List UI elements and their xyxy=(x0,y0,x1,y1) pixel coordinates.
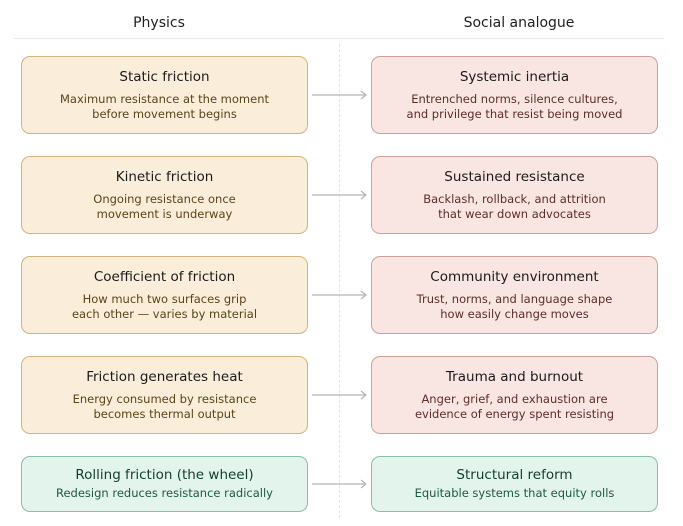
social-box-title: Systemic inertia xyxy=(459,68,570,85)
physics-column-header: Physics xyxy=(133,15,185,31)
physics-box-title: Coefficient of friction xyxy=(93,268,236,285)
social-box-description: Equitable systems that equity rolls xyxy=(414,486,615,500)
header-divider xyxy=(14,38,664,39)
physics-box-description: Energy consumed by resistance becomes th… xyxy=(72,391,257,421)
physics-box-coefficient-of-friction: Coefficient of friction How much two sur… xyxy=(21,256,308,334)
column-divider xyxy=(339,44,340,518)
social-box-title: Trauma and burnout xyxy=(445,368,584,385)
social-box-title: Sustained resistance xyxy=(444,168,585,185)
mapping-arrow xyxy=(312,90,367,100)
physics-box-title: Friction generates heat xyxy=(86,368,243,385)
physics-box-title: Kinetic friction xyxy=(115,168,214,185)
social-box-trauma-and-burnout: Trauma and burnout Anger, grief, and exh… xyxy=(371,356,658,434)
physics-box-kinetic-friction: Kinetic friction Ongoing resistance once… xyxy=(21,156,308,234)
social-box-description: Entrenched norms, silence cultures, and … xyxy=(406,91,623,121)
physics-box-description: How much two surfaces grip each other — … xyxy=(71,291,258,321)
social-box-title: Community environment xyxy=(430,268,599,285)
physics-box-title: Static friction xyxy=(119,68,210,85)
physics-box-static-friction: Static friction Maximum resistance at th… xyxy=(21,56,308,134)
physics-box-description: Ongoing resistance once movement is unde… xyxy=(93,191,236,221)
physics-box-rolling-friction: Rolling friction (the wheel) Redesign re… xyxy=(21,456,308,512)
social-box-description: Anger, grief, and exhaustion are evidenc… xyxy=(414,391,615,421)
physics-box-description: Redesign reduces resistance radically xyxy=(55,486,273,500)
mapping-arrow xyxy=(312,190,367,200)
social-box-description: Trust, norms, and language shape how eas… xyxy=(416,291,613,321)
social-box-title: Structural reform xyxy=(456,467,573,483)
physics-box-friction-generates-heat: Friction generates heat Energy consumed … xyxy=(21,356,308,434)
mapping-arrow xyxy=(312,479,367,489)
social-box-description: Backlash, rollback, and attrition that w… xyxy=(423,191,606,221)
mapping-arrow xyxy=(312,390,367,400)
social-analogue-column-header: Social analogue xyxy=(463,15,575,31)
physics-box-title: Rolling friction (the wheel) xyxy=(75,467,254,483)
social-box-systemic-inertia: Systemic inertia Entrenched norms, silen… xyxy=(371,56,658,134)
physics-box-description: Maximum resistance at the moment before … xyxy=(60,91,269,121)
social-box-structural-reform: Structural reform Equitable systems that… xyxy=(371,456,658,512)
social-box-sustained-resistance: Sustained resistance Backlash, rollback,… xyxy=(371,156,658,234)
mapping-arrow xyxy=(312,290,367,300)
social-box-community-environment: Community environment Trust, norms, and … xyxy=(371,256,658,334)
